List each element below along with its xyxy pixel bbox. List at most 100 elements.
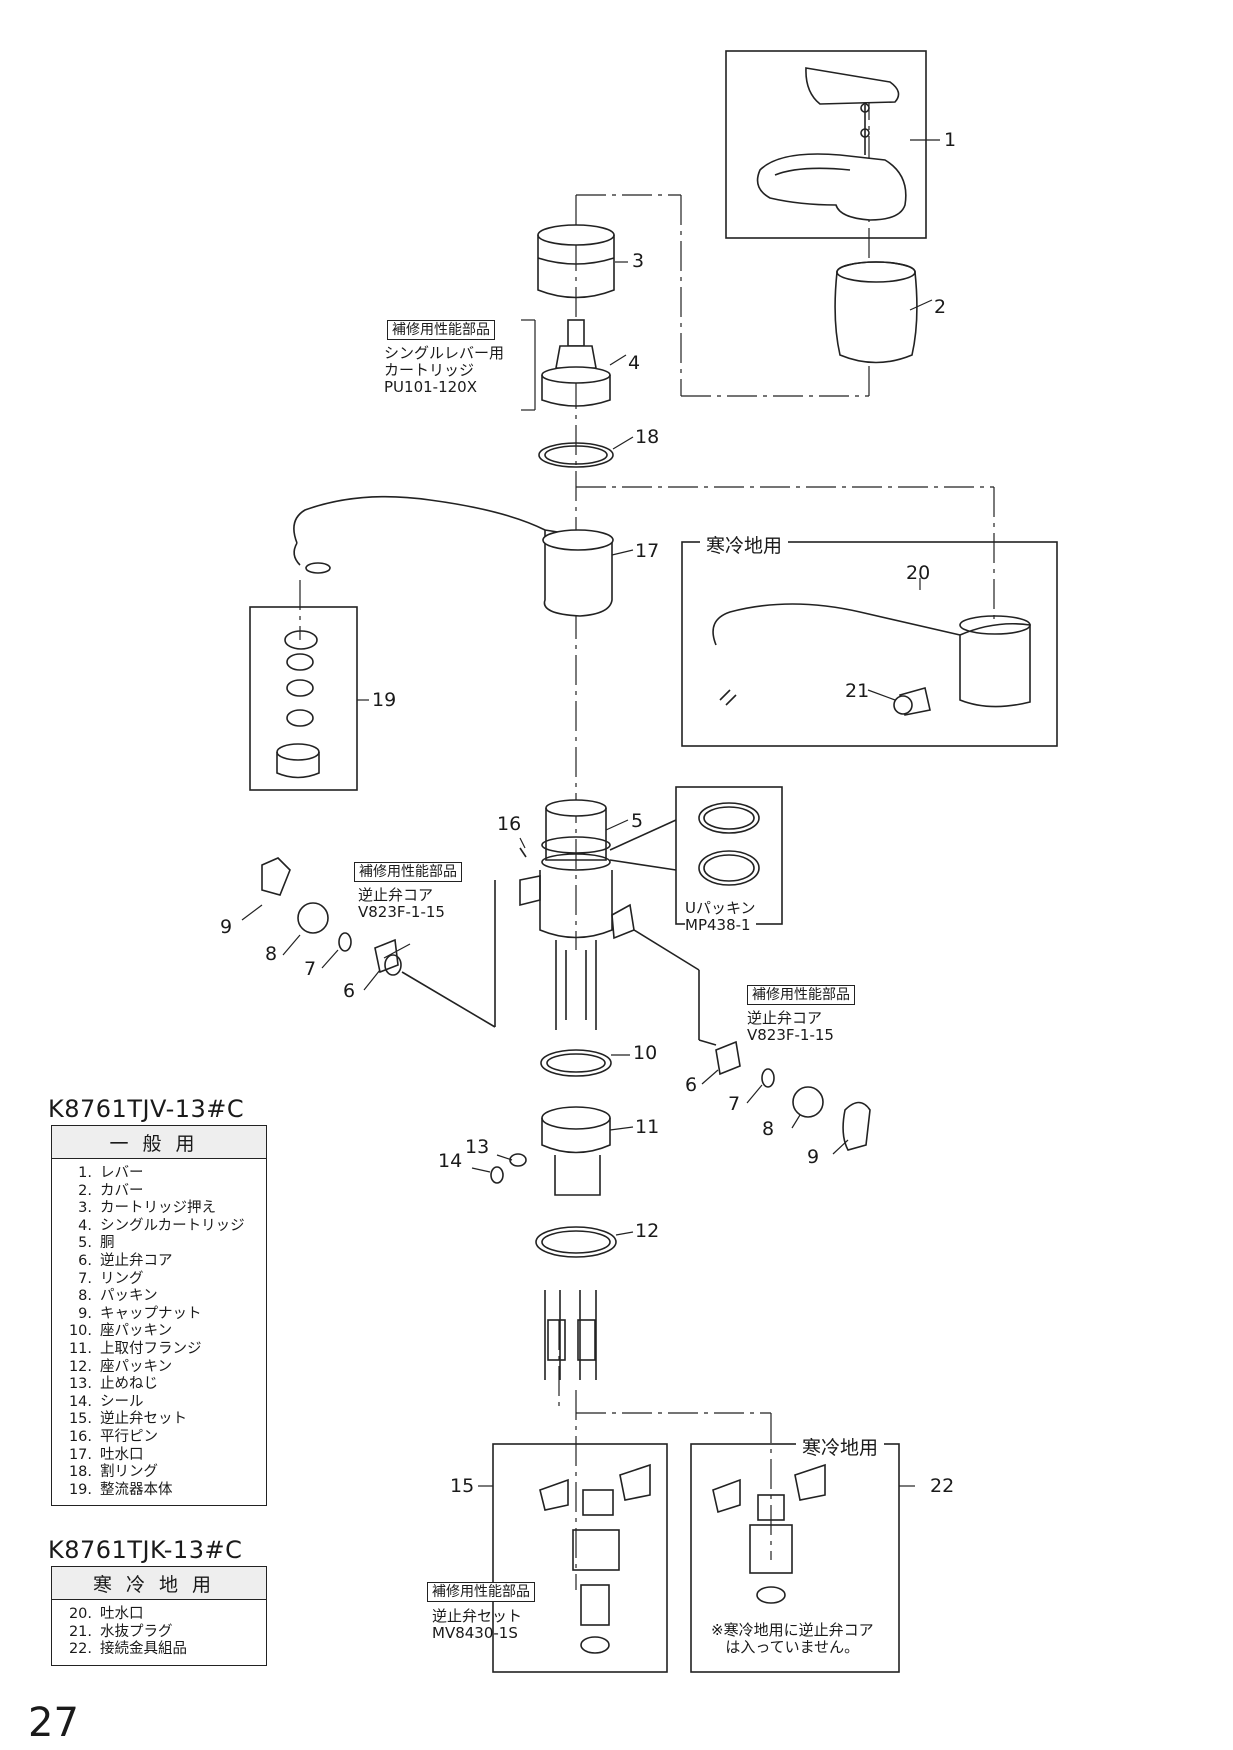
cold-spout-box [681,541,1058,747]
drain-plug-part [893,687,931,716]
aerator-box [249,606,358,791]
aerator-parts [276,630,320,779]
part-list-item: 15.逆止弁セット [62,1411,266,1429]
part-number: 12. [68,1358,92,1375]
body-part [519,799,635,1030]
callout-9-right: 9 [807,1146,820,1168]
general-model-title: K8761TJV-13#C [48,1095,245,1123]
part-list-item: 14.シール [62,1394,266,1412]
part-list-item: 1. レバー [62,1165,266,1183]
part-list-item: 22. 接続金具組品 [62,1641,266,1659]
callout-2: 2 [934,296,947,318]
callout-7-left: 7 [304,958,317,980]
part-number: 14. [68,1393,92,1410]
check-set-part [539,1463,651,1654]
part-name: キャップナット [100,1305,202,1322]
callout-1: 1 [944,129,957,151]
spare-part-tag-check-left: 補修用性能部品 [354,862,462,882]
right-check-valve-group [633,929,871,1151]
callout-20: 20 [906,562,931,584]
split-ring-part [538,442,614,468]
spare-part-tag-cartridge: 補修用性能部品 [387,320,495,340]
part-list-item: 5.胴 [62,1235,266,1253]
callout-3: 3 [632,250,645,272]
part-number: 1. [78,1165,92,1181]
part-list-item: 11.上取付フランジ [62,1341,266,1359]
part-list-item: 9. キャップナット [62,1306,266,1324]
part-number: 6. [78,1252,92,1269]
callout-7-right: 7 [728,1093,741,1115]
part-number: 10. [68,1323,92,1340]
part-list-item: 16.平行ピン [62,1429,266,1447]
spare-part-tag-check-right: 補修用性能部品 [747,985,855,1005]
callout-21: 21 [845,680,870,702]
callout-5: 5 [631,810,644,832]
cartridge-press-part [537,224,615,299]
part-number: 8. [78,1288,92,1305]
part-name: 接続金具組品 [100,1641,187,1658]
callout-14: 14 [438,1150,463,1172]
part-number: 2. [78,1182,92,1199]
part-list-item: 2. カバー [62,1183,266,1201]
callout-10: 10 [633,1042,658,1064]
part-number: 4. [78,1217,92,1234]
callout-6-right: 6 [685,1074,698,1096]
part-name: シングルカートリッジ [100,1217,245,1234]
part-list-item: 6.逆止弁コア [62,1253,266,1271]
part-list-item: 20.吐水口 [62,1606,266,1624]
part-name: リング [100,1270,144,1287]
part-name: 平行ピン [100,1428,158,1445]
cold-parts-header: 寒冷地用 [52,1567,266,1600]
part-number: 15. [68,1411,92,1428]
part-list-item: 8. パッキン [62,1288,266,1306]
part-list-item: 7. リング [62,1271,266,1289]
part-number: 5. [78,1235,92,1252]
flange-part [541,1106,611,1196]
part-number: 22. [68,1641,92,1658]
part-list-item: 3.カートリッジ押え [62,1200,266,1218]
part-name: 座パッキン [100,1358,173,1375]
part-name: 割リング [100,1464,158,1481]
part-number: 21. [68,1623,92,1640]
part-list-item: 17.吐水口 [62,1447,266,1465]
cold-spout-part [712,603,1031,708]
callout-13: 13 [465,1136,490,1158]
part-list-item: 19. 整流器本体 [62,1482,266,1500]
part-name: レバー [100,1165,144,1181]
part-list-item: 10.座パッキン [62,1323,266,1341]
part-list-item: 12. 座パッキン [62,1359,266,1377]
cold-fitting-part [712,1463,826,1604]
part-name: 吐水口 [100,1606,144,1622]
part-name: 上取付フランジ [100,1340,202,1357]
lever-box [725,50,927,239]
page-number: 27 [28,1700,79,1746]
callout-11: 11 [635,1116,660,1138]
part-number: 7. [78,1270,92,1287]
part-name: パッキン [100,1288,158,1305]
part-name: カバー [100,1182,144,1199]
callout-12: 12 [635,1220,660,1242]
part-number: 19. [68,1481,92,1498]
lever-part [756,67,907,221]
callout-15: 15 [450,1475,475,1497]
callout-9-left: 9 [220,916,233,938]
part-number: 13. [68,1376,92,1393]
part-name: 吐水口 [100,1446,144,1463]
part-list-item: 13.止めねじ [62,1376,266,1394]
callout-4: 4 [628,352,641,374]
cold-fitting-note: ※寒冷地用に逆止弁コアは入っていません。 [711,1621,874,1656]
cold-model-title: K8761TJK-13#C [48,1536,243,1564]
cold-fitting-section-title: 寒冷地用 [796,1433,885,1460]
cold-spout-section-title: 寒冷地用 [700,531,789,558]
part-name: 整流器本体 [100,1481,173,1498]
cold-fitting-box [690,1443,900,1673]
cartridge-part [541,319,611,407]
part-number: 9. [78,1305,92,1322]
